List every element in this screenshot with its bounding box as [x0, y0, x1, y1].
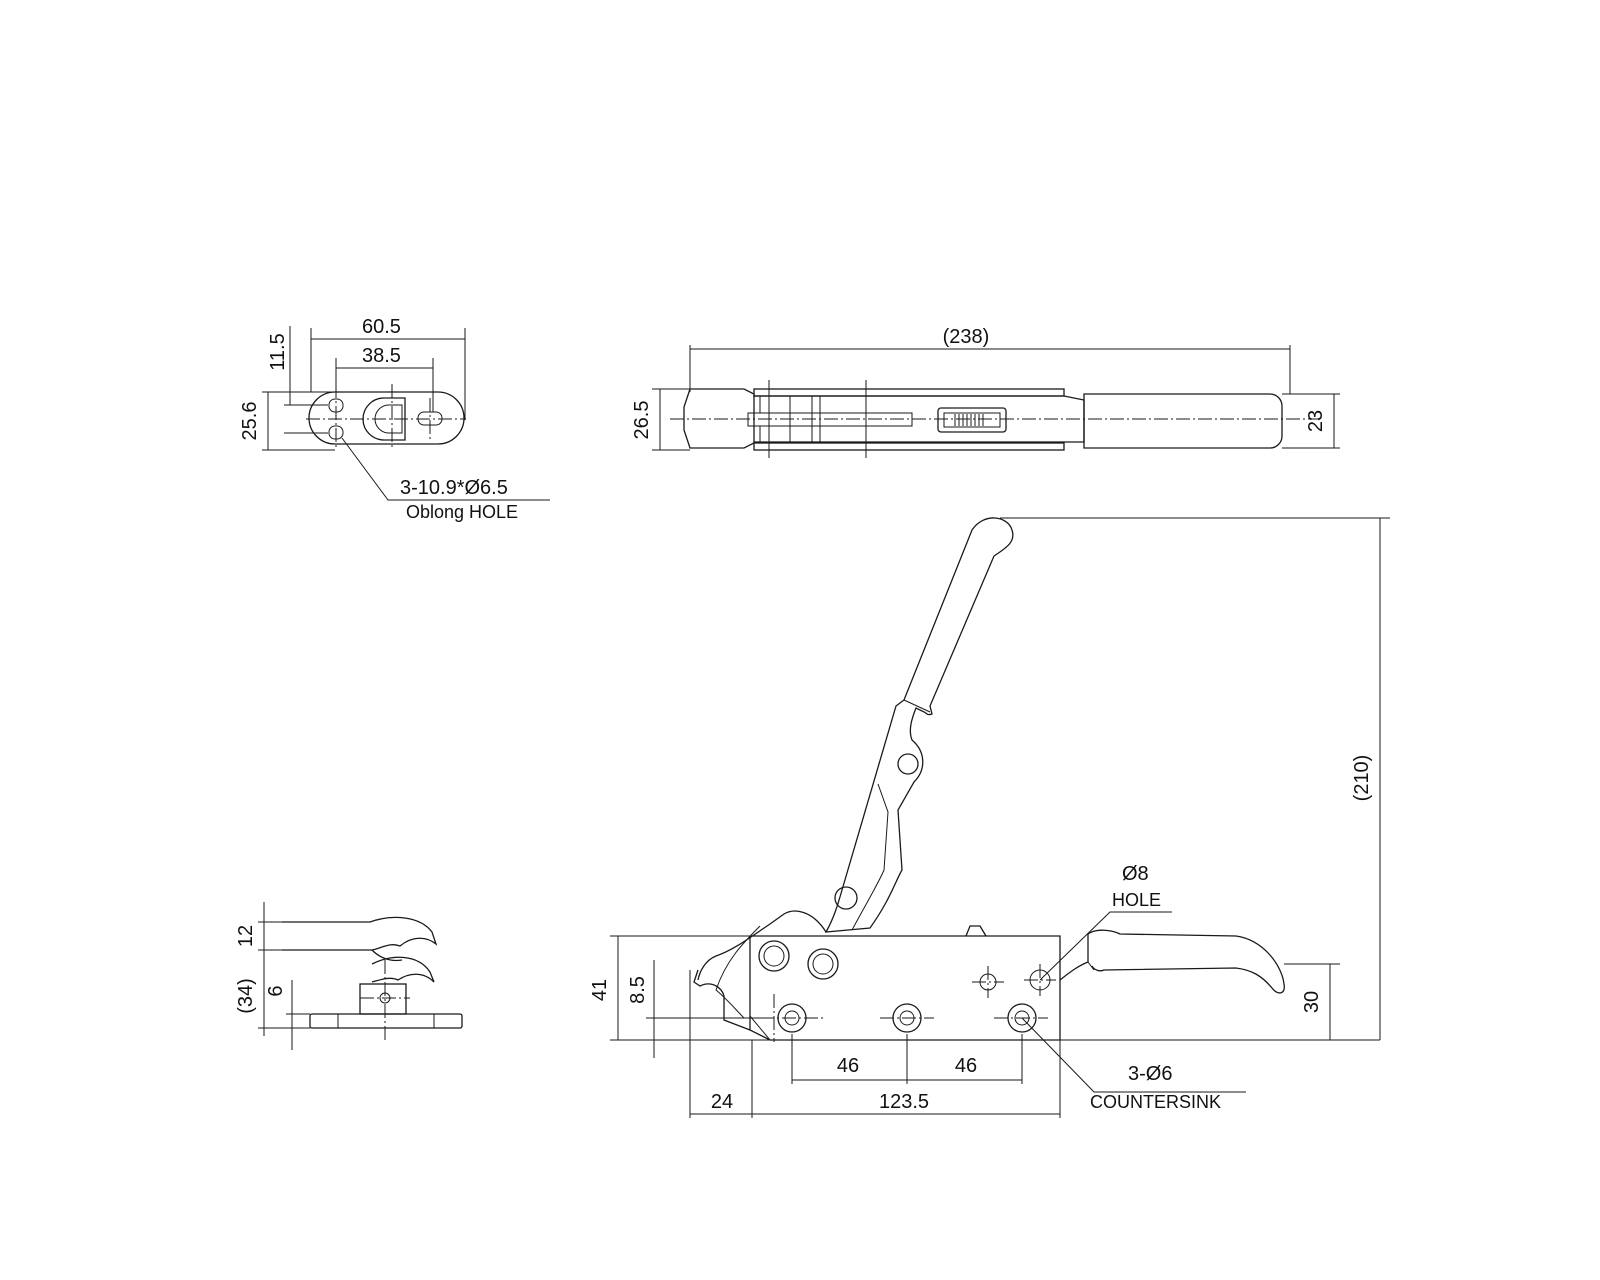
label-mount-hole: 3-Ø6 [1128, 1063, 1172, 1085]
dim-base-length: 123.5 [879, 1091, 929, 1113]
dim-handle-width: 23 [1305, 410, 1327, 432]
clamp-front-view [610, 517, 1390, 1118]
dim-overall-height: (210) [1351, 755, 1373, 802]
dim-slot-pitch: 38.5 [362, 345, 401, 367]
dim-hole-height: 8.5 [627, 976, 649, 1004]
label-pin-hole: Ø8 [1122, 863, 1149, 885]
dim-offset-top: 11.5 [267, 333, 289, 370]
clamp-top-view [652, 345, 1340, 458]
dim-overall-length: (238) [943, 326, 990, 348]
spring-coil [954, 414, 984, 426]
label-hole-type: Oblong HOLE [406, 502, 518, 522]
dim-base-height: 41 [589, 979, 611, 1001]
flange-end-view [262, 326, 550, 501]
dim-width-overall: 60.5 [362, 316, 401, 338]
label-pin-hole-type: HOLE [1112, 890, 1161, 910]
dim-hole-pitch-1: 46 [837, 1055, 859, 1077]
clamp-small-side-view [258, 902, 463, 1050]
dim-height-total: (34) [235, 978, 257, 1014]
label-hole-spec: 3-10.9*Ø6.5 [400, 477, 508, 499]
dim-nose-length: 24 [711, 1091, 733, 1113]
dim-height-base: 6 [265, 985, 287, 996]
label-mount-hole-type: COUNTERSINK [1090, 1092, 1221, 1112]
dim-hole-pitch-2: 46 [955, 1055, 977, 1077]
dim-handle-height: 30 [1301, 991, 1323, 1013]
dim-height-top: 12 [235, 925, 257, 947]
dim-width-left: 26.5 [631, 401, 653, 440]
dim-flange-height: 25.6 [239, 402, 261, 441]
